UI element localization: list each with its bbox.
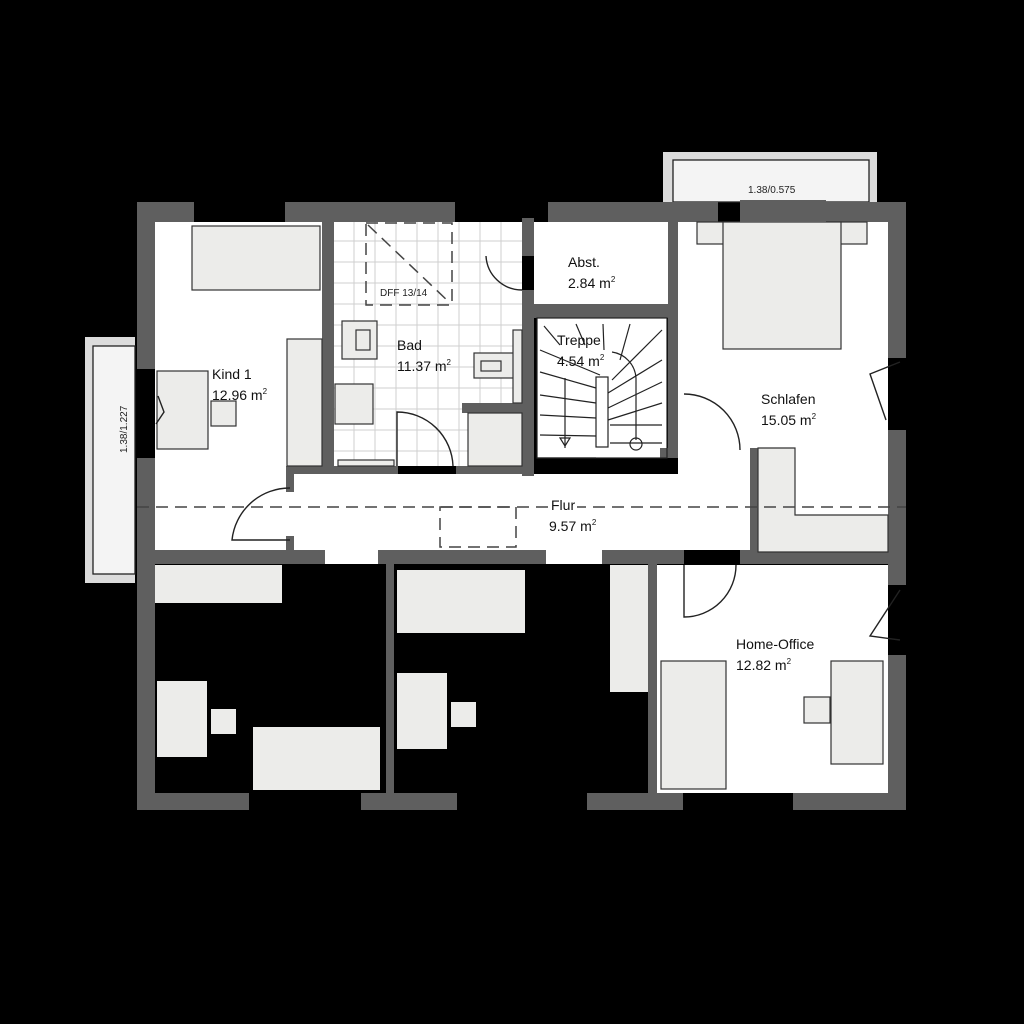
skylight-label: DFF 13/14 xyxy=(380,288,428,299)
room-area: 4.54 m2 xyxy=(557,353,605,369)
room-label-schlafen: Schlafen 15.05 m2 xyxy=(761,391,816,429)
room-name: Home-Office xyxy=(736,636,815,652)
room-area: 11.37 m2 xyxy=(397,358,451,374)
room-area: 12.96 m2 xyxy=(212,387,268,403)
room-name: Schlafen xyxy=(761,391,816,407)
room-label-kind1: Kind 1 12.96 m2 xyxy=(212,366,267,404)
furniture-bad xyxy=(334,222,523,467)
balcony-top-label: 1.38/0.575 xyxy=(748,185,796,196)
balcony-left-label: 1.38/1.227 xyxy=(119,405,130,453)
room-label-flur: Flur 9.57 m2 xyxy=(549,497,596,535)
room-name: Treppe xyxy=(557,332,601,348)
room-label-treppe: Treppe 4.54 m2 xyxy=(557,332,604,370)
balcony-top xyxy=(663,152,877,203)
stairs xyxy=(536,317,668,459)
room-label-homeoffice: Home-Office 12.82 m2 xyxy=(736,636,814,674)
room-name: Bad xyxy=(397,337,422,353)
furniture-homeoffice xyxy=(660,660,884,790)
room-area: 9.57 m2 xyxy=(549,518,597,534)
room-area: 12.82 m2 xyxy=(736,657,792,673)
room-area: 2.84 m2 xyxy=(568,275,616,291)
furniture-lower-rooms xyxy=(155,565,648,790)
room-label-abst: Abst. 2.84 m2 xyxy=(568,254,615,292)
room-name: Abst. xyxy=(568,254,600,270)
room-label-bad: Bad 11.37 m2 xyxy=(397,337,451,375)
interior-walls xyxy=(155,218,906,794)
room-name: Flur xyxy=(549,497,578,514)
furniture-kind1 xyxy=(155,225,323,467)
room-name: Kind 1 xyxy=(212,366,252,382)
doors xyxy=(231,255,901,641)
room-area: 15.05 m2 xyxy=(761,412,817,428)
bath-tiles xyxy=(334,222,522,466)
skylight-outline xyxy=(365,222,453,306)
balcony-left xyxy=(85,337,136,583)
walls xyxy=(137,202,906,810)
furniture-schlafen xyxy=(696,200,889,553)
flur-dashes xyxy=(137,506,906,548)
